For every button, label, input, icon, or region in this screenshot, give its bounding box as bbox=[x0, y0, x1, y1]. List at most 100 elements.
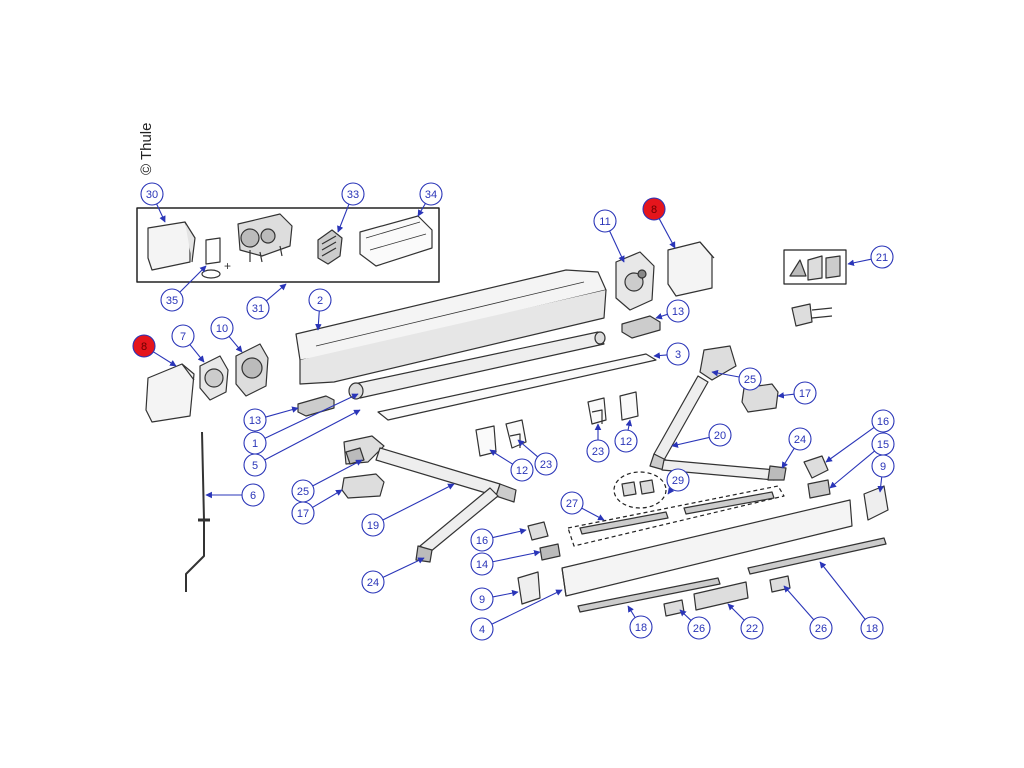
leader-line-18 bbox=[627, 605, 636, 618]
callout-label-23: 23 bbox=[540, 459, 552, 471]
callout-9: 9 bbox=[871, 454, 895, 478]
callout-label-17: 17 bbox=[799, 388, 811, 400]
callout-label-5: 5 bbox=[252, 460, 258, 472]
end-cover-part-8-right bbox=[667, 241, 715, 297]
leader-line-22 bbox=[727, 603, 745, 621]
callout-31: 31 bbox=[246, 296, 270, 320]
callout-circle-30 bbox=[140, 182, 164, 206]
callout-23: 23 bbox=[586, 439, 610, 463]
leader-line-11 bbox=[609, 230, 625, 263]
callout-15: 15 bbox=[871, 432, 895, 456]
callout-label-26: 26 bbox=[815, 623, 827, 635]
callout-label-15: 15 bbox=[877, 439, 889, 451]
leader-line-12 bbox=[625, 419, 633, 431]
end-piece-part-14 bbox=[539, 543, 561, 561]
callout-9: 9 bbox=[470, 587, 494, 611]
end-cover-part-8-left bbox=[145, 363, 195, 423]
bracket-part-35: + bbox=[201, 237, 231, 279]
callout-8: 8 bbox=[132, 334, 156, 358]
callout-circle-35 bbox=[160, 288, 184, 312]
leader-line-16 bbox=[492, 528, 527, 539]
connector-part-29 bbox=[621, 479, 655, 497]
callout-circle-24 bbox=[361, 570, 385, 594]
callout-label-25: 25 bbox=[744, 374, 756, 386]
leader-line-8 bbox=[658, 218, 676, 249]
callout-13: 13 bbox=[243, 408, 267, 432]
callout-19: 19 bbox=[361, 513, 385, 537]
callout-circle-22 bbox=[740, 616, 764, 640]
callout-circle-8 bbox=[642, 197, 666, 221]
callout-label-33: 33 bbox=[347, 189, 359, 201]
callout-29: 29 bbox=[666, 468, 690, 492]
leader-line-5 bbox=[264, 409, 361, 461]
callout-circle-31 bbox=[246, 296, 270, 320]
callout-label-16: 16 bbox=[476, 535, 488, 547]
callout-circle-24 bbox=[788, 427, 812, 451]
leader-lines bbox=[153, 203, 884, 625]
callout-label-12: 12 bbox=[516, 465, 528, 477]
motor-connector-part-33 bbox=[317, 229, 343, 265]
callout-circle-8 bbox=[132, 334, 156, 358]
callout-label-25: 25 bbox=[297, 486, 309, 498]
leader-line-21 bbox=[847, 258, 872, 267]
callout-21: 21 bbox=[870, 245, 894, 269]
mounting-bracket-part-25-right bbox=[791, 303, 833, 327]
callout-label-35: 35 bbox=[166, 295, 178, 307]
callout-label-21: 21 bbox=[876, 252, 888, 264]
callout-label-22: 22 bbox=[746, 623, 758, 635]
accessory-kit-frame bbox=[136, 207, 440, 283]
callout-circle-5 bbox=[243, 453, 267, 477]
end-cap-part-9-right bbox=[863, 485, 889, 521]
callout-circle-10 bbox=[210, 316, 234, 340]
callout-17: 17 bbox=[793, 381, 817, 405]
clip-part-26-left bbox=[663, 599, 685, 617]
callout-circle-4 bbox=[470, 617, 494, 641]
slide-block-part-17-right bbox=[741, 383, 779, 413]
callout-14: 14 bbox=[470, 552, 494, 576]
leader-line-25 bbox=[312, 459, 363, 487]
leader-line-10 bbox=[228, 336, 243, 353]
callout-circle-11 bbox=[593, 209, 617, 233]
leader-line-23 bbox=[517, 439, 539, 458]
callout-circle-14 bbox=[470, 552, 494, 576]
callout-circle-9 bbox=[871, 454, 895, 478]
svg-text:+: + bbox=[224, 259, 231, 273]
front-profile-part-4 bbox=[561, 499, 853, 597]
connector-part-13-left bbox=[297, 395, 335, 417]
callout-label-9: 9 bbox=[880, 461, 886, 473]
callout-circle-16 bbox=[871, 409, 895, 433]
leader-line-24 bbox=[382, 557, 425, 578]
callout-label-8: 8 bbox=[651, 204, 657, 216]
callout-circle-17 bbox=[291, 501, 315, 525]
callout-circle-6 bbox=[241, 483, 265, 507]
center-joint-part-22 bbox=[693, 581, 749, 611]
bracket-part-23-right bbox=[587, 397, 607, 425]
callout-30: 30 bbox=[140, 182, 164, 206]
bracket-kit-part-21 bbox=[789, 255, 841, 281]
callout-label-14: 14 bbox=[476, 559, 488, 571]
callout-label-19: 19 bbox=[367, 520, 379, 532]
callout-circle-20 bbox=[708, 423, 732, 447]
hub-part-7 bbox=[199, 355, 229, 401]
callout-23: 23 bbox=[534, 452, 558, 476]
callout-label-17: 17 bbox=[297, 508, 309, 520]
leader-line-30 bbox=[156, 203, 166, 223]
callout-label-3: 3 bbox=[675, 349, 681, 361]
leader-line-7 bbox=[189, 344, 205, 363]
callout-5: 5 bbox=[243, 453, 267, 477]
callout-circle-23 bbox=[586, 439, 610, 463]
callout-circle-2 bbox=[308, 288, 332, 312]
callout-6: 6 bbox=[241, 483, 265, 507]
callout-2: 2 bbox=[308, 288, 332, 312]
gear-housing-part-10 bbox=[235, 343, 269, 397]
end-piece-part-16-left bbox=[527, 521, 549, 541]
leader-line-25 bbox=[711, 369, 740, 378]
callout-16: 16 bbox=[470, 528, 494, 552]
callout-circle-18 bbox=[629, 615, 653, 639]
callout-4: 4 bbox=[470, 617, 494, 641]
callout-label-27: 27 bbox=[566, 498, 578, 510]
leader-line-9 bbox=[877, 476, 884, 493]
leader-line-26 bbox=[783, 585, 815, 621]
end-piece-part-15 bbox=[807, 479, 831, 499]
